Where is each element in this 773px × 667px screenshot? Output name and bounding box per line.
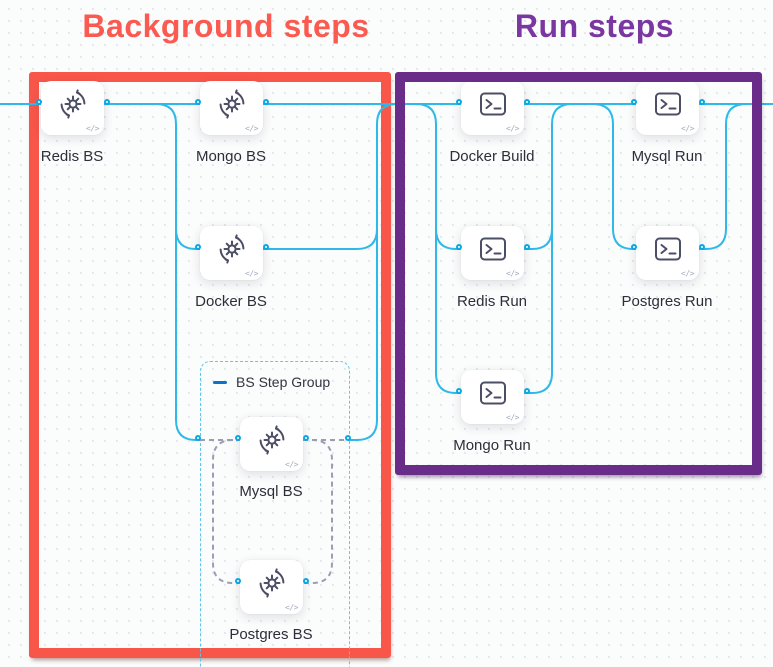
node-mysql-bs[interactable]: </>: [234, 417, 309, 471]
node-docker-bs[interactable]: </>: [194, 226, 269, 280]
node-mongo-run[interactable]: </>: [455, 370, 530, 424]
docker-build-in-port[interactable]: [455, 98, 462, 105]
code-icon: </>: [681, 124, 694, 133]
node-label-postgres-run: Postgres Run: [621, 293, 713, 310]
background-step-sync-gear-icon: [259, 568, 284, 598]
node-label-mongo-run: Mongo Run: [453, 437, 531, 454]
mysql-run-out-port[interactable]: [698, 98, 705, 105]
background-step-sync-gear-icon: [219, 234, 244, 264]
node-label-mysql-run: Mysql Run: [631, 148, 703, 165]
code-icon: </>: [506, 269, 519, 278]
code-icon: </>: [245, 124, 258, 133]
collapse-group-icon[interactable]: [213, 380, 227, 384]
mongo-run-out-port[interactable]: [523, 387, 530, 394]
redis-run-out-port[interactable]: [523, 243, 530, 250]
mysql-bs-out-port[interactable]: [302, 434, 309, 441]
node-label-postgres-bs: Postgres BS: [229, 626, 313, 643]
code-icon: </>: [506, 124, 519, 133]
node-label-mysql-bs: Mysql BS: [239, 483, 303, 500]
run-steps-title: Run steps: [514, 8, 675, 44]
code-icon: </>: [681, 269, 694, 278]
mongo-bs-in-port[interactable]: [194, 98, 201, 105]
node-label-docker-bs: Docker BS: [195, 293, 267, 310]
bs-step-group-header: BS Step Group: [213, 374, 330, 390]
mysql-bs-in-port[interactable]: [234, 434, 241, 441]
redis-bs-in-port[interactable]: [35, 98, 42, 105]
bs-step-group-out-port[interactable]: [344, 434, 351, 441]
bs-step-group-in-port[interactable]: [194, 434, 201, 441]
node-mysql-run[interactable]: </>: [630, 81, 705, 135]
node-label-redis-run: Redis Run: [456, 293, 528, 310]
node-postgres-bs[interactable]: </>: [234, 560, 309, 614]
node-label-redis-bs: Redis BS: [40, 148, 104, 165]
postgres-run-in-port[interactable]: [630, 243, 637, 250]
code-icon: </>: [86, 124, 99, 133]
postgres-bs-in-port[interactable]: [234, 577, 241, 584]
code-icon: </>: [506, 413, 519, 422]
code-icon: </>: [245, 269, 258, 278]
step-group-label: BS Step Group: [236, 374, 331, 390]
node-redis-run[interactable]: </>: [455, 226, 530, 280]
bs-step-group[interactable]: BS Step Group: [200, 361, 350, 667]
mysql-run-in-port[interactable]: [630, 98, 637, 105]
redis-bs-out-port[interactable]: [103, 98, 110, 105]
node-docker-build[interactable]: </>: [455, 81, 530, 135]
postgres-bs-out-port[interactable]: [302, 577, 309, 584]
code-icon: </>: [285, 603, 298, 612]
mongo-run-in-port[interactable]: [455, 387, 462, 394]
mongo-bs-out-port[interactable]: [262, 98, 269, 105]
node-redis-bs[interactable]: </>: [35, 81, 110, 135]
docker-build-out-port[interactable]: [523, 98, 530, 105]
node-mongo-bs[interactable]: </>: [194, 81, 269, 135]
node-label-docker-build: Docker Build: [449, 148, 535, 165]
node-label-mongo-bs: Mongo BS: [195, 148, 267, 165]
docker-bs-out-port[interactable]: [262, 243, 269, 250]
postgres-run-out-port[interactable]: [698, 243, 705, 250]
docker-bs-in-port[interactable]: [194, 243, 201, 250]
run-steps-group-outline: [395, 72, 762, 475]
background-step-sync-gear-icon: [219, 89, 244, 119]
background-steps-title: Background steps: [82, 8, 370, 44]
background-step-sync-gear-icon: [60, 89, 85, 119]
redis-run-in-port[interactable]: [455, 243, 462, 250]
background-steps-group-outline: [29, 72, 391, 658]
background-step-sync-gear-icon: [259, 425, 284, 455]
code-icon: </>: [285, 460, 298, 469]
node-postgres-run[interactable]: </>: [630, 226, 705, 280]
